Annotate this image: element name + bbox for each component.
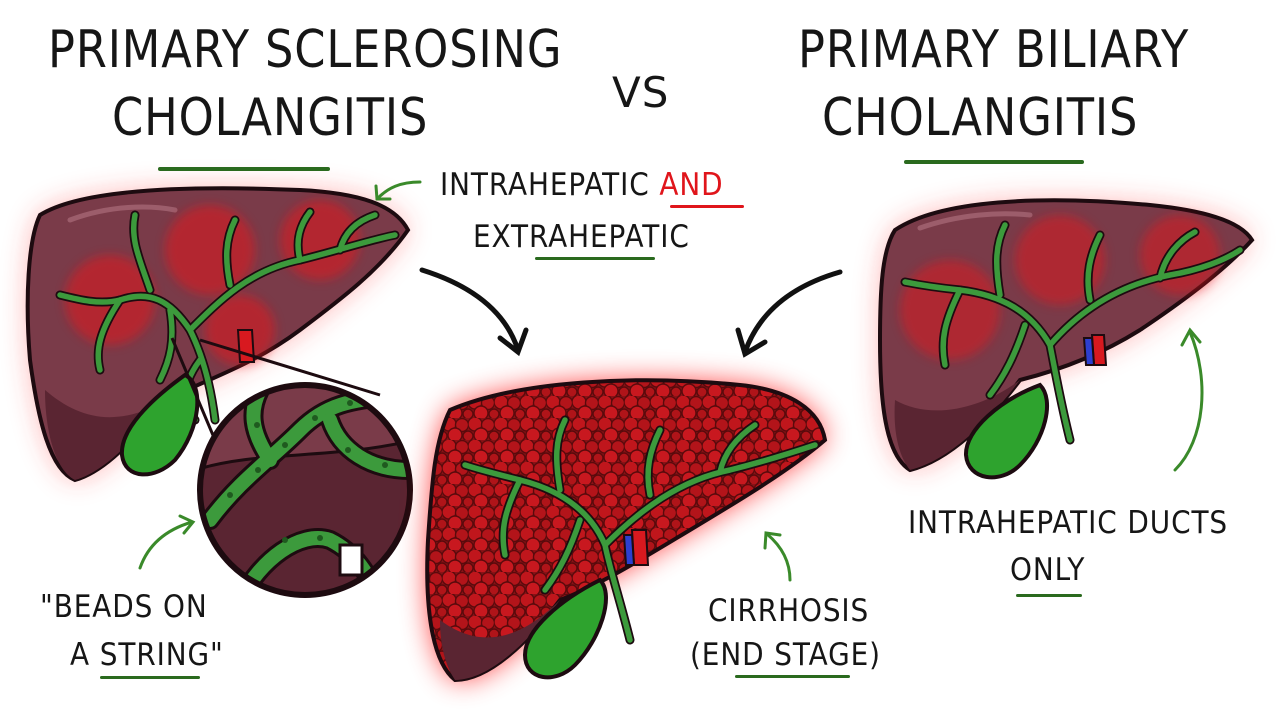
intra-extra-label-line2: EXTRAHEPATIC — [473, 219, 690, 255]
pbc-title-line2: CHOLANGITIS — [822, 88, 1139, 148]
pbc-title-underline — [904, 160, 1084, 164]
and-underline — [670, 205, 744, 208]
arrow-intra-extra — [374, 180, 422, 201]
arrow-to-cirrhosis-right — [735, 269, 843, 358]
cirrhosis-label-line1: CIRRHOSIS — [708, 593, 870, 629]
psc-title-line2: CHOLANGITIS — [112, 88, 429, 148]
extrahepatic-underline — [535, 257, 655, 260]
pbc-title-line1: PRIMARY BILIARY — [798, 20, 1190, 80]
only-underline — [1016, 594, 1082, 597]
beads-string: STRING — [99, 637, 211, 673]
psc-title-line1: PRIMARY SCLEROSING — [48, 20, 563, 80]
pbc-liver — [877, 198, 1255, 480]
beads-label-line2: A STRING" — [70, 640, 224, 671]
cirrhosis-label-line2: (END STAGE) — [690, 637, 881, 673]
vs-label: VS — [612, 68, 670, 117]
psc-gallbladder — [119, 372, 200, 477]
end-stage-underline — [735, 675, 850, 678]
intra-only-label-line2: ONLY — [1010, 552, 1086, 588]
beads-label-line1: "BEADS ON — [40, 589, 208, 625]
intrahepatic-text: INTRAHEPATIC — [440, 167, 650, 203]
pbc-gallbladder — [963, 382, 1050, 480]
arrow-beads — [138, 514, 196, 570]
beads-a: A — [70, 637, 90, 673]
and-emphasis: AND — [659, 167, 724, 203]
intra-only-label-line1: INTRAHEPATIC DUCTS — [908, 505, 1229, 541]
psc-liver — [25, 186, 411, 483]
arrow-to-cirrhosis-left — [419, 267, 529, 357]
beads-zoom-circle — [170, 337, 413, 598]
beads-quote: " — [210, 637, 224, 673]
string-underline — [100, 676, 200, 679]
arrow-intra-only — [1173, 327, 1204, 472]
arrow-cirrhosis — [763, 531, 792, 582]
psc-title-underline — [158, 167, 330, 171]
cirrhosis-gallbladder — [522, 577, 608, 680]
cirrhosis-liver — [425, 378, 828, 683]
intra-extra-label-line1: INTRAHEPATIC AND — [440, 170, 724, 201]
